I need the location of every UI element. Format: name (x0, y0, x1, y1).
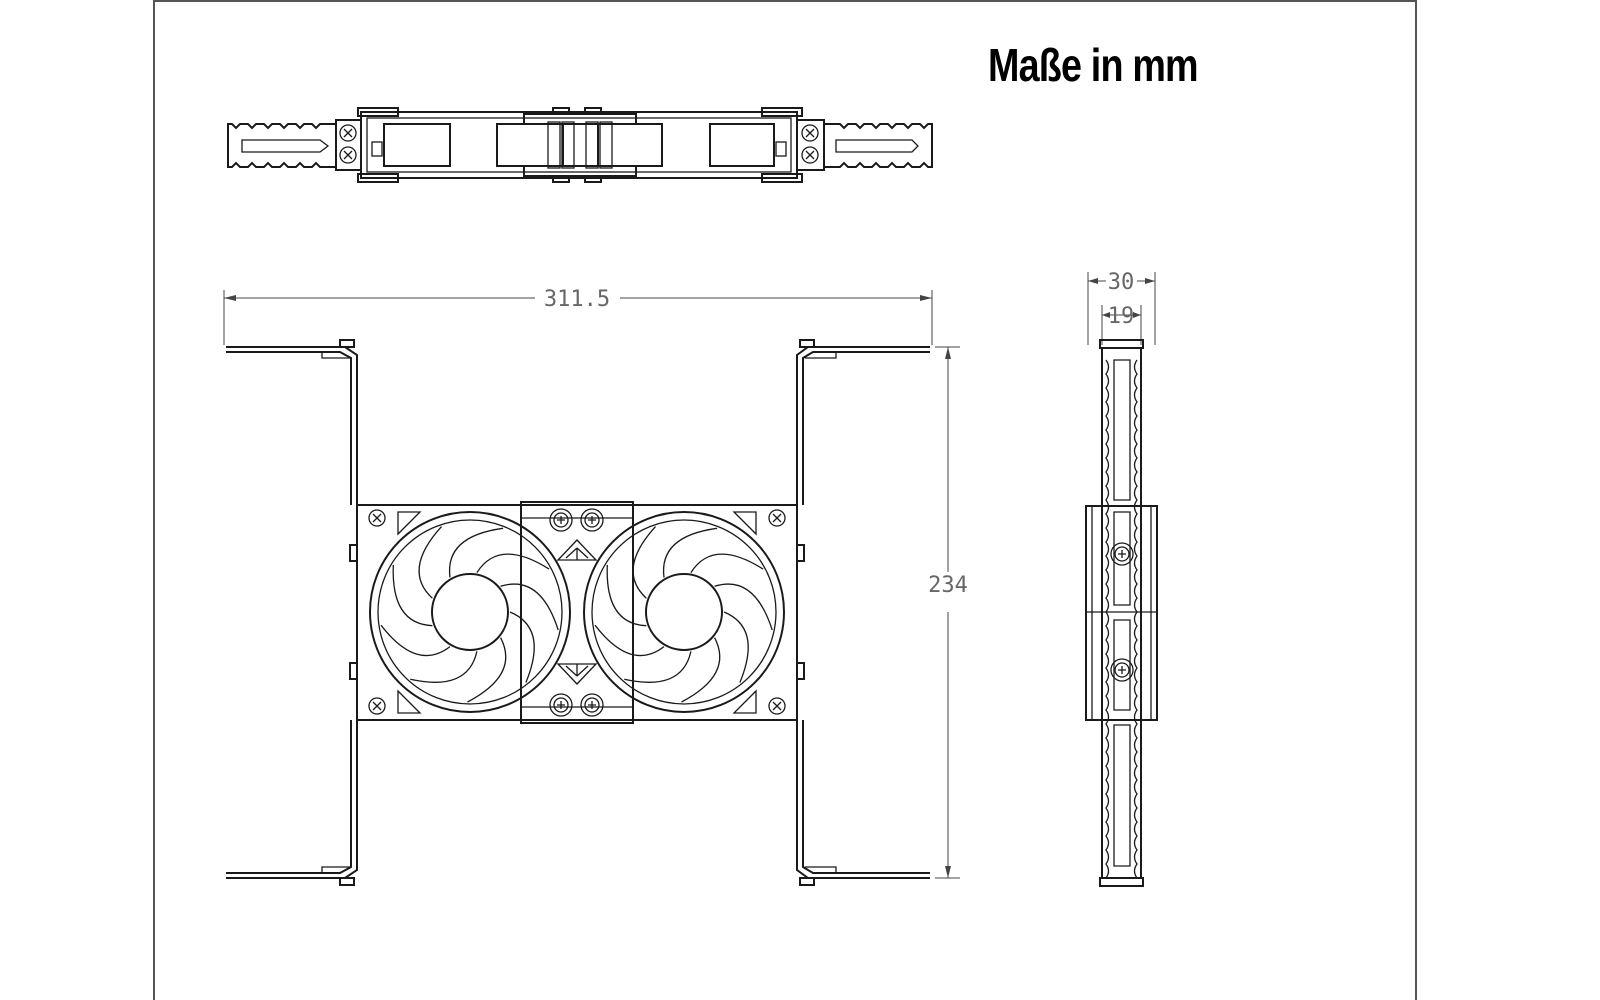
top-view (227, 107, 933, 183)
height-dimension-label: 234 (928, 573, 968, 598)
fan-blade (500, 583, 559, 631)
fan-blade (392, 564, 433, 627)
fan-blade (594, 624, 665, 657)
fan-blade (476, 553, 550, 573)
front-view: 311.5 234 (223, 287, 968, 886)
depth-outer-label: 30 (1108, 270, 1135, 295)
fan-blade (723, 611, 749, 683)
fan-blade (448, 527, 504, 578)
height-dimension: 234 (928, 346, 968, 879)
fan-blade (690, 553, 764, 573)
width-dimension-label: 311.5 (544, 287, 610, 312)
depth-outer-dimension: 30 (1087, 270, 1156, 345)
fan-right (583, 511, 785, 713)
fan-blade (380, 624, 451, 657)
fan-blade (624, 651, 692, 683)
drawing-frame (153, 0, 1417, 1000)
fan-left (369, 511, 571, 713)
depth-inner-dimension: 19 (1101, 304, 1142, 345)
width-dimension: 311.5 (223, 287, 933, 345)
fan-blade (410, 651, 478, 683)
depth-inner-label: 19 (1108, 304, 1135, 329)
fan-blade (606, 564, 647, 627)
fan-blade (632, 526, 656, 599)
fan-blade (662, 527, 718, 578)
fan-blade (418, 526, 442, 599)
fan-blade (509, 611, 535, 683)
fan-blade (681, 637, 721, 703)
fan-blade (714, 583, 773, 631)
side-view: 30 19 (1085, 270, 1158, 887)
fan-blade (467, 637, 507, 703)
drawing-title: Maße in mm (988, 39, 1199, 91)
